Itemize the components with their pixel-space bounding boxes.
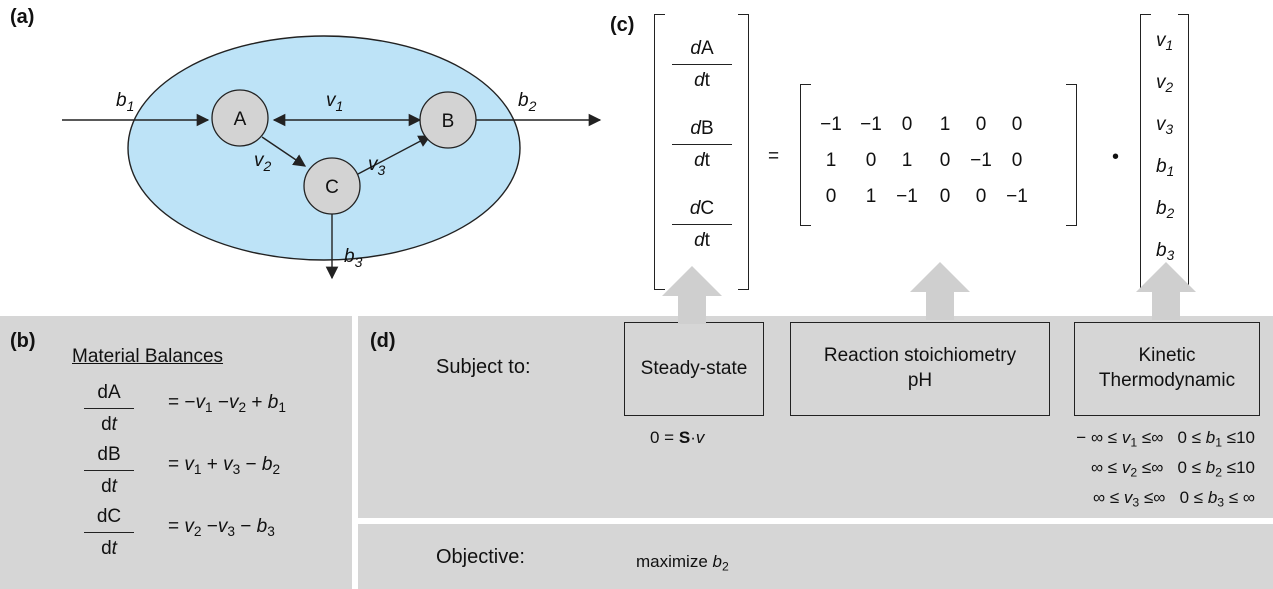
flux-label-b2: b2 — [518, 90, 537, 114]
flux-label-v2: v2 — [254, 150, 272, 174]
matrix-cell: 1 — [901, 150, 913, 171]
node-label-B: B — [442, 111, 455, 132]
bound-row-1: − ∞ ≤ v1 ≤∞ 0 ≤ b1 ≤10 — [1076, 428, 1255, 450]
matrix-cell: 0 — [901, 114, 913, 135]
deriv-dC-dt: dC dt — [672, 198, 732, 252]
edge-v2 — [261, 136, 307, 167]
lhs-bracket-left — [654, 14, 665, 290]
node-C — [303, 157, 361, 215]
matrix-cell: 0 — [975, 186, 987, 207]
matrix-cell: 0 — [1011, 114, 1023, 135]
lhs-bracket-right — [738, 14, 749, 290]
flux-label-v1: v1 — [326, 90, 343, 114]
deriv-dB-dt: dB dt — [672, 118, 732, 172]
matrix-cell: −1 — [820, 114, 842, 135]
s-matrix-bracket-right — [1066, 84, 1077, 226]
balance-rhs-C: = v2 −v3 − b3 — [168, 516, 275, 540]
bound-row-2: ∞ ≤ v2 ≤∞ 0 ≤ b2 ≤10 — [1090, 458, 1255, 480]
s-matrix-bracket-left — [800, 84, 811, 226]
node-label-C: C — [325, 177, 339, 198]
matrix-cell: 1 — [865, 186, 877, 207]
matrix-cell: 0 — [939, 186, 951, 207]
matrix-cell: −1 — [860, 114, 882, 135]
flux-vector-bracket-right — [1178, 14, 1189, 290]
matrix-cell: 0 — [865, 150, 877, 171]
subject-to-label: Subject to: — [436, 356, 531, 378]
balance-rhs-A: = −v1 −v2 + b1 — [168, 392, 286, 416]
balance-rhs-B: = v1 + v3 − b2 — [168, 454, 281, 478]
matrix-cell: 1 — [825, 150, 837, 171]
matrix-cell: 0 — [825, 186, 837, 207]
arrow-up-stoichiometry — [910, 262, 970, 320]
arrow-up-kinetic — [1136, 262, 1196, 320]
network-diagram: A B C b1 v1 b2 v2 v3 b3 — [62, 35, 602, 280]
vector-entry-b3: b3 — [1156, 240, 1175, 264]
objective-panel — [358, 524, 1273, 589]
vector-entry-b2: b2 — [1156, 198, 1175, 222]
panel-label-c: (c) — [610, 14, 635, 36]
arrow-up-steady-state — [662, 266, 722, 324]
vector-entry-v3: v3 — [1156, 114, 1174, 138]
objective-expression: maximize b2 — [636, 552, 729, 574]
steady-state-equation: 0 = S·v — [650, 428, 705, 447]
balance-dA-dt: dA dt — [84, 382, 134, 436]
edge-v3 — [357, 135, 432, 175]
balance-dB-dt: dB dt — [84, 444, 134, 498]
equals-sign: = — [768, 146, 780, 167]
bound-row-3: ∞ ≤ v3 ≤∞ 0 ≤ b3 ≤ ∞ — [1093, 488, 1255, 510]
flux-vector-bracket-left — [1140, 14, 1151, 290]
flux-label-v3: v3 — [368, 154, 386, 178]
steady-state-box: Steady-state — [624, 322, 764, 416]
panel-label-b: (b) — [10, 330, 36, 352]
matrix-cell: 1 — [939, 114, 951, 135]
vector-entry-v1: v1 — [1156, 30, 1174, 54]
matrix-cell: −1 — [1006, 186, 1028, 207]
balances-title: Material Balances — [72, 346, 224, 367]
flux-label-b3: b3 — [344, 246, 363, 270]
objective-label: Objective: — [436, 546, 525, 568]
vector-entry-b1: b1 — [1156, 156, 1175, 180]
dot-operator: • — [1112, 146, 1120, 168]
vector-entry-v2: v2 — [1156, 72, 1174, 96]
node-label-A: A — [234, 109, 247, 130]
panel-label-d: (d) — [370, 330, 396, 352]
compartment-ellipse — [127, 35, 521, 261]
balances-panel — [0, 316, 352, 589]
balance-dC-dt: dC dt — [84, 506, 134, 560]
matrix-cell: 0 — [939, 150, 951, 171]
matrix-cell: −1 — [896, 186, 918, 207]
deriv-dA-dt: dA dt — [672, 38, 732, 92]
matrix-cell: 0 — [975, 114, 987, 135]
node-B — [419, 91, 477, 149]
matrix-cell: −1 — [970, 150, 992, 171]
node-A — [211, 89, 269, 147]
matrix-cell: 0 — [1011, 150, 1023, 171]
flux-label-b1: b1 — [116, 90, 134, 114]
panel-label-a: (a) — [10, 6, 35, 28]
